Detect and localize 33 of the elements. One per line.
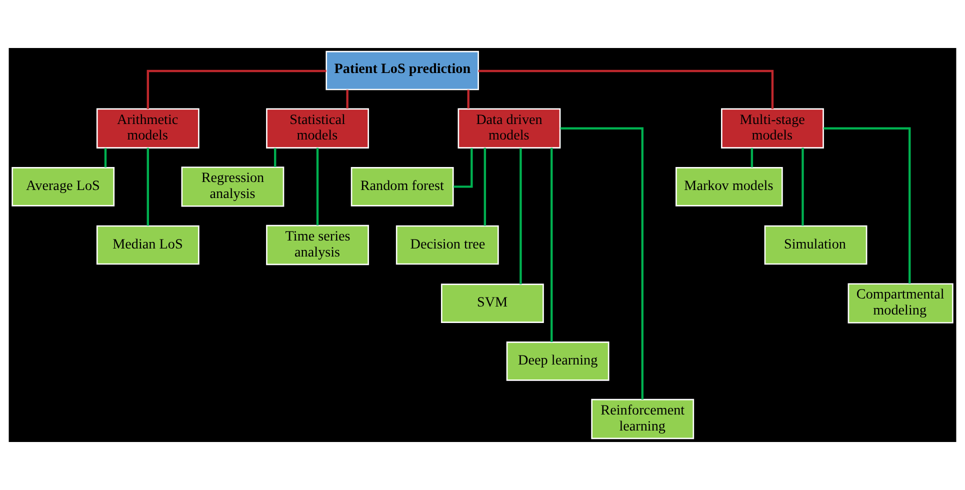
node-box: Decision tree bbox=[396, 225, 499, 265]
node-box: Average LoS bbox=[12, 167, 115, 206]
connector bbox=[274, 148, 276, 167]
node-box: Arithmetic models bbox=[96, 108, 200, 148]
connector bbox=[750, 148, 754, 168]
connector bbox=[520, 148, 522, 284]
connector bbox=[146, 70, 326, 109]
connector bbox=[550, 148, 553, 342]
connector bbox=[146, 148, 150, 226]
node-box: Deep learning bbox=[506, 342, 610, 381]
node-box: Reinforcement learning bbox=[591, 398, 694, 440]
node-box: Simulation bbox=[764, 225, 868, 265]
node-box: Statistical models bbox=[266, 108, 369, 148]
node-box: SVM bbox=[440, 284, 544, 323]
connector bbox=[560, 127, 644, 400]
connector bbox=[484, 148, 486, 226]
connector bbox=[824, 127, 911, 284]
connector bbox=[453, 148, 473, 188]
node-box: Median LoS bbox=[96, 225, 200, 265]
node-box: Regression analysis bbox=[181, 166, 284, 207]
connector bbox=[316, 148, 319, 226]
connector bbox=[802, 148, 804, 226]
connector bbox=[104, 148, 107, 168]
node-box: Compartmental modeling bbox=[848, 283, 954, 324]
node-box: Random forest bbox=[350, 167, 454, 206]
node-box: Multi-stage models bbox=[721, 108, 824, 148]
connector bbox=[478, 70, 774, 109]
connector bbox=[346, 90, 348, 109]
node-box: Time series analysis bbox=[266, 224, 369, 266]
connector bbox=[467, 90, 470, 109]
node-box: Data driven models bbox=[458, 108, 561, 148]
node-box: Patient LoS prediction bbox=[326, 50, 479, 90]
node-box: Markov models bbox=[676, 167, 783, 206]
